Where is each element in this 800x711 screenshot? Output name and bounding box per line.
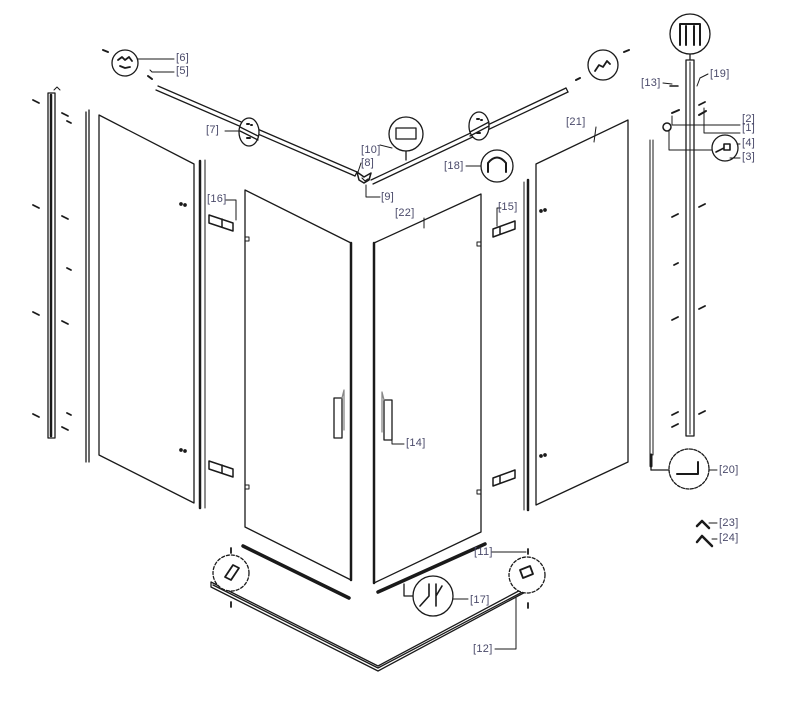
- side-seal-callout: [650, 448, 710, 490]
- left-door-glass-panel: [244, 189, 353, 582]
- label-19: [19]: [710, 68, 730, 80]
- allen-key-23: [695, 519, 711, 530]
- right-wall-screws: [671, 101, 706, 428]
- magnetic-seal-profile-callout: [480, 149, 514, 183]
- label-10: [10]: [361, 144, 381, 156]
- left-seal-strip: [85, 109, 90, 463]
- label-11: [11]: [474, 546, 493, 558]
- top-rail-profile-callout: [388, 116, 424, 161]
- left-wall-screws: [32, 99, 72, 431]
- door-sweep-seal-callout: [403, 575, 454, 617]
- top-right-end-fitting-callout: [575, 49, 630, 81]
- allen-key-24: [695, 534, 714, 548]
- right-door-glass-panel: [372, 193, 482, 585]
- right-panel-edge-profile: [523, 178, 530, 512]
- corner-connector: [356, 171, 372, 184]
- base-right-corner-callout: [508, 548, 546, 609]
- hinges-right: [492, 220, 516, 487]
- label-14: [14]: [406, 437, 426, 449]
- label-6: [6]: [176, 52, 190, 64]
- top-left-end-fitting-callout: [102, 49, 153, 80]
- label-3: [3]: [742, 151, 756, 163]
- label-22: [22]: [395, 207, 415, 219]
- right-wall-profile-top-callout: [669, 13, 711, 61]
- right-seal-strip: [649, 139, 654, 468]
- left-fixed-glass-panel: [98, 114, 195, 504]
- label-17: [17]: [470, 594, 490, 606]
- label-21: [21]: [566, 116, 586, 128]
- label-9: [9]: [381, 191, 395, 203]
- left-door-bottom-seal: [241, 544, 351, 600]
- label-15: [15]: [498, 201, 518, 213]
- label-2: [2]: [742, 113, 756, 125]
- label-13: [13]: [641, 77, 661, 89]
- right-door-handle: [381, 391, 393, 441]
- label-24: [24]: [719, 532, 739, 544]
- right-wall-profile: [685, 59, 695, 437]
- top-right-rail-clamp: [468, 111, 490, 141]
- fixing-set-parts: [662, 85, 739, 162]
- label-16: [16]: [207, 193, 227, 205]
- left-door-handle: [333, 389, 345, 439]
- label-7: [7]: [206, 124, 220, 136]
- top-left-rail-clamp: [238, 117, 260, 147]
- label-12: [12]: [473, 643, 493, 655]
- right-fixed-glass-panel: [535, 119, 629, 506]
- hinges-left: [208, 214, 234, 478]
- label-18: [18]: [444, 160, 464, 172]
- label-1: [1]: [742, 122, 756, 134]
- label-8: [8]: [361, 157, 375, 169]
- top-rail-right: [370, 87, 569, 185]
- label-20: [20]: [719, 464, 739, 476]
- leader-lines: [137, 58, 741, 650]
- left-wall-profile: [47, 86, 61, 439]
- left-panel-edge-profile: [198, 159, 206, 510]
- base-left-corner-callout: [212, 547, 250, 608]
- right-door-bottom-seal: [376, 542, 487, 594]
- label-23: [23]: [719, 517, 739, 529]
- label-5: [5]: [176, 65, 190, 77]
- label-4: [4]: [742, 137, 756, 149]
